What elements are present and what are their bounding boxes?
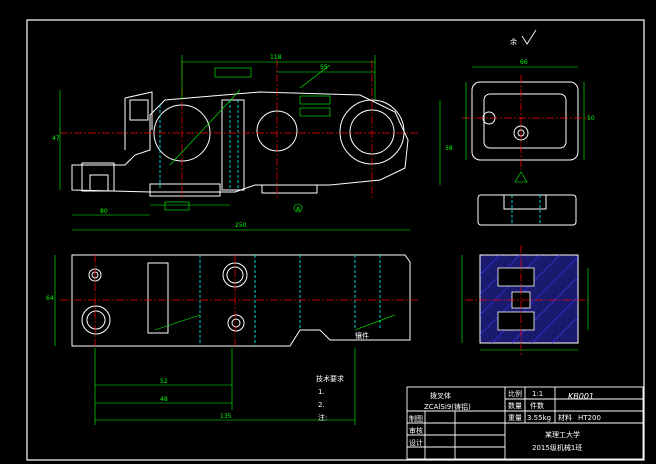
- school-name: 某理工大学: [545, 430, 580, 439]
- svg-text:66: 66: [520, 59, 528, 66]
- tech-req-note: 注:: [318, 413, 327, 422]
- drawing-border: [26, 19, 645, 461]
- scale-value: 1:1: [532, 390, 543, 398]
- tech-req-title: 技术要求: [316, 374, 344, 383]
- insert-callout: 镶件: [355, 331, 369, 340]
- drawing-number: KB001: [568, 392, 594, 401]
- material-code: HT200: [578, 414, 601, 422]
- front-view-hidden: [159, 100, 239, 190]
- label-draw: 制图: [409, 414, 423, 423]
- svg-text:38: 38: [445, 145, 453, 152]
- roughness-symbol: 余: [510, 29, 537, 46]
- label-qty: 数量: [508, 401, 522, 410]
- front-view-centerlines: [60, 60, 420, 200]
- svg-text:64: 64: [46, 295, 54, 302]
- side-view-centerlines: [462, 75, 590, 170]
- side-view-dim-text: 66 50: [520, 59, 595, 122]
- section-dimensions: [461, 255, 589, 351]
- datum-a-symbol: A: [293, 203, 303, 213]
- svg-text:52: 52: [160, 378, 168, 385]
- label-check: 审核: [409, 426, 423, 435]
- bottom-side-view: [477, 194, 577, 226]
- top-view-dim-text: 52 48 135 64: [46, 295, 232, 420]
- section-centerlines: [465, 245, 590, 355]
- qty-value: 件数: [530, 401, 544, 410]
- side-view-dimensions: [465, 66, 585, 183]
- tech-requirements: 技术要求 1. 2. 注:: [316, 374, 344, 422]
- svg-text:48: 48: [160, 396, 168, 403]
- svg-text:135: 135: [220, 413, 232, 420]
- svg-text:47: 47: [52, 135, 60, 142]
- front-view-dim-text: 118 55 80 250 47 38: [52, 54, 453, 229]
- label-scale: 比例: [508, 389, 522, 398]
- label-design: 设计: [409, 438, 423, 447]
- svg-text:50: 50: [587, 115, 595, 122]
- part-name: 拨叉体: [430, 391, 451, 400]
- front-view-dimensions: [59, 55, 441, 231]
- svg-text:80: 80: [100, 208, 108, 215]
- top-view-centerlines: [60, 255, 420, 346]
- label-weight: 重量: [508, 414, 522, 422]
- section-view: [479, 254, 579, 344]
- side-view: [471, 81, 579, 161]
- top-view-dimensions: [54, 255, 396, 425]
- svg-text:250: 250: [235, 222, 247, 229]
- material: ZCAlSi9(铸铝): [424, 402, 471, 411]
- datum-a-label: A: [296, 206, 301, 213]
- tech-req-item-2: 2.: [318, 401, 325, 409]
- bottom-side-hidden: [511, 195, 541, 225]
- weight-value: 3.55kg: [527, 414, 551, 422]
- front-view: [71, 91, 409, 197]
- tech-req-item-1: 1.: [318, 388, 325, 396]
- top-view-hidden: [199, 255, 381, 346]
- class-name: 2015级机械1班: [532, 443, 582, 452]
- top-view: [71, 254, 411, 347]
- label-material: 材料: [558, 413, 572, 422]
- svg-text:余: 余: [510, 37, 517, 46]
- svg-text:118: 118: [270, 54, 282, 61]
- svg-text:55: 55: [320, 64, 328, 71]
- title-block: [406, 386, 644, 460]
- title-block-text: 拨叉体 ZCAlSi9(铸铝) 比例 1:1 数量 件数 重量 3.55kg K…: [409, 389, 601, 452]
